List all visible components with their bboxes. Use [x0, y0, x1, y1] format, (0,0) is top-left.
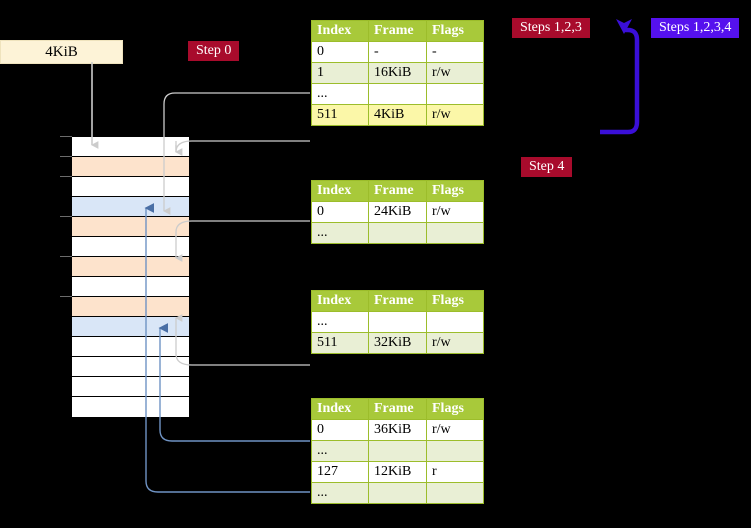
badge-step-4-label: Step 4: [529, 159, 565, 174]
cell-index: ...: [311, 311, 369, 333]
cell-index: 511: [311, 104, 369, 126]
table-row: 0--: [311, 41, 484, 63]
cell-flags: r/w: [426, 332, 484, 354]
column-header-index: Index: [311, 398, 369, 420]
cell-frame: [368, 440, 427, 462]
cell-flags: r/w: [426, 419, 484, 441]
cell-frame: 24KiB: [368, 201, 427, 223]
memory-frame-2: [72, 177, 189, 197]
cell-frame: 16KiB: [368, 62, 427, 84]
cell-frame: -: [368, 41, 427, 63]
memory-frame-8: [72, 297, 189, 317]
memory-tick-8: [60, 296, 72, 297]
memory-frame-9: [72, 317, 189, 337]
cell-flags: r/w: [426, 201, 484, 223]
cell-index: ...: [311, 440, 369, 462]
column-header-flags: Flags: [426, 180, 484, 202]
cell-index: 127: [311, 461, 369, 483]
cell-flags: r/w: [426, 62, 484, 84]
cell-index: ...: [311, 222, 369, 244]
memory-frame-13: [72, 397, 189, 417]
cell-index: 1: [311, 62, 369, 84]
memory-frame-10: [72, 337, 189, 357]
badge-step-0: Step 0: [188, 41, 240, 61]
column-header-flags: Flags: [426, 398, 484, 420]
badge-steps-123-label: Steps 1,2,3: [520, 20, 582, 35]
cell-flags: r: [426, 461, 484, 483]
memory-frame-1: [72, 157, 189, 177]
memory-frame-4: [72, 217, 189, 237]
memory-frame-3: [72, 197, 189, 217]
cell-flags: [426, 482, 484, 504]
cell-index: 0: [311, 419, 369, 441]
cell-flags: [426, 440, 484, 462]
table-row: ...: [311, 440, 484, 462]
badge-steps-1234: Steps 1,2,3,4: [651, 18, 740, 38]
cell-frame: 32KiB: [368, 332, 427, 354]
cell-flags: r/w: [426, 104, 484, 126]
badge-step-4: Step 4: [521, 157, 573, 177]
cell-index: 0: [311, 41, 369, 63]
cell-frame: [368, 482, 427, 504]
table-row: ...: [311, 482, 484, 504]
badge-steps-1234-label: Steps 1,2,3,4: [659, 20, 732, 35]
cell-frame: [368, 222, 427, 244]
cell-frame: [368, 83, 427, 105]
memory-tick-0: [60, 136, 72, 137]
cell-flags: -: [426, 41, 484, 63]
cell-frame: 36KiB: [368, 419, 427, 441]
cell-flags: [426, 222, 484, 244]
cell-index: 0: [311, 201, 369, 223]
cell-frame: 4KiB: [368, 104, 427, 126]
badge-steps-123: Steps 1,2,3: [512, 18, 590, 38]
cell-flags: [426, 311, 484, 333]
badge-step-0-label: Step 0: [196, 43, 232, 58]
memory-frame-11: [72, 357, 189, 377]
column-header-frame: Frame: [368, 398, 427, 420]
memory-frame-12: [72, 377, 189, 397]
table-row: ...: [311, 222, 484, 244]
memory-frame-7: [72, 277, 189, 297]
column-header-frame: Frame: [368, 20, 427, 42]
column-header-flags: Flags: [426, 20, 484, 42]
cell-index: 511: [311, 332, 369, 354]
cell-index: ...: [311, 482, 369, 504]
memory-tick-4: [60, 216, 72, 217]
table-row: ...: [311, 83, 484, 105]
memory-frame-6: [72, 257, 189, 277]
physical-memory-column: [71, 136, 190, 417]
cell-frame: 12KiB: [368, 461, 427, 483]
column-header-frame: Frame: [368, 290, 427, 312]
memory-tick-1: [60, 156, 72, 157]
column-header-index: Index: [311, 180, 369, 202]
column-header-index: Index: [311, 20, 369, 42]
memory-tick-6: [60, 256, 72, 257]
source-frame-box: 4KiB: [0, 40, 123, 64]
source-frame-label: 4KiB: [45, 43, 78, 60]
cell-flags: [426, 83, 484, 105]
column-header-frame: Frame: [368, 180, 427, 202]
column-header-index: Index: [311, 290, 369, 312]
memory-tick-2: [60, 176, 72, 177]
cell-frame: [368, 311, 427, 333]
column-header-flags: Flags: [426, 290, 484, 312]
table-row: ...: [311, 311, 484, 333]
memory-frame-0: [72, 137, 189, 157]
cell-index: ...: [311, 83, 369, 105]
memory-frame-5: [72, 237, 189, 257]
